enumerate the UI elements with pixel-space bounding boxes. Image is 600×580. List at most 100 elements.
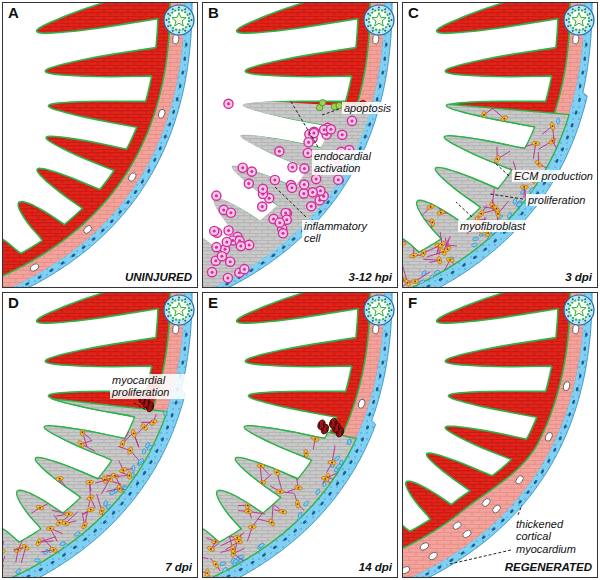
myofibroblast-cell	[80, 428, 85, 436]
epicardial-cell	[25, 282, 30, 286]
cell-nucleus	[101, 510, 103, 512]
myofibroblast-cell	[321, 475, 330, 482]
epicardial-cell	[540, 469, 545, 474]
coronary-vessel	[481, 497, 492, 508]
illustration-part	[564, 295, 594, 325]
epicardial-cell	[272, 545, 277, 550]
illustration-part	[178, 7, 180, 9]
epicardial-cell	[460, 551, 465, 556]
epicardial-cell	[581, 70, 584, 75]
cell-nucleus	[90, 509, 92, 511]
myofibroblast-cell	[127, 446, 134, 455]
epicardial-cell	[320, 501, 325, 506]
figure-panel: FREGENERATED	[402, 292, 598, 578]
cell-nucleus	[260, 465, 262, 467]
inflammatory-cell	[275, 218, 284, 227]
epicardial-cell	[43, 549, 49, 556]
myofibroblast-cell	[520, 185, 528, 190]
myofibroblast-cell	[549, 122, 556, 131]
inflammatory-cell	[210, 226, 219, 235]
cell-nucleus	[59, 478, 61, 480]
cell-nucleus	[413, 255, 415, 257]
epicardial-cell	[493, 238, 498, 243]
illustration-part	[172, 303, 186, 317]
cell-nucleus	[290, 186, 293, 189]
epicardial-cell	[102, 520, 107, 525]
epicardial-cell	[238, 567, 243, 571]
epicardial-cell	[291, 237, 296, 242]
illustration-part	[378, 32, 380, 34]
epicardial-cell	[260, 261, 265, 266]
epicardial-cell	[138, 458, 145, 464]
myofibroblast-cell	[420, 249, 426, 258]
coronary-vessel	[419, 542, 430, 552]
epicardial-cell	[583, 346, 586, 351]
cell-nucleus	[232, 548, 234, 550]
illustration-part	[572, 303, 586, 317]
cell-nucleus	[222, 208, 225, 211]
illustration-part	[591, 19, 593, 21]
inflammatory-cell	[300, 164, 309, 173]
cell-nucleus	[247, 182, 250, 185]
myofibroblast-cell	[36, 504, 45, 511]
epicardial-cell	[91, 237, 96, 242]
epicardial-cell	[71, 253, 76, 258]
callout-label: apoptosis	[342, 102, 393, 114]
cell-nucleus	[119, 488, 121, 490]
myofibroblast-cell	[207, 545, 216, 552]
callout-label: myofibroblast	[458, 220, 527, 232]
figure-panel: B3-12 hpi	[202, 2, 398, 288]
cell-nucleus	[68, 513, 70, 515]
myofibroblast-cell	[244, 509, 252, 514]
cell-nucleus	[324, 478, 326, 480]
illustration-part	[584, 8, 586, 10]
cell-nucleus	[282, 511, 284, 513]
cell-nucleus	[302, 192, 305, 195]
coronary-vessel	[29, 263, 40, 273]
cell-nucleus	[491, 205, 493, 207]
heart-wall	[2, 2, 198, 288]
illustration-part	[567, 13, 569, 15]
inflammatory-cell	[309, 128, 318, 137]
epicardial-cell	[140, 179, 145, 184]
figure-panel: D7 dpi	[2, 292, 198, 578]
illustration-part	[384, 8, 386, 10]
epicardial-cell	[381, 70, 384, 75]
coronary-vessel	[461, 529, 472, 539]
inflammatory-cell	[278, 229, 287, 238]
cell-nucleus	[311, 191, 314, 194]
coronary-vessel	[127, 172, 137, 183]
epicardial-cell	[585, 332, 588, 337]
cell-nucleus	[210, 548, 212, 550]
illustration-part	[584, 298, 586, 300]
epicardial-cell	[578, 84, 581, 89]
cell-nucleus	[278, 221, 281, 224]
cell-nucleus	[315, 177, 318, 180]
illustration-part	[184, 8, 186, 10]
cell-nucleus	[285, 218, 288, 221]
ecm-fiber	[260, 466, 262, 483]
epicardial-cell	[303, 500, 309, 507]
cell-nucleus	[39, 507, 41, 509]
ecm-fiber	[215, 523, 216, 541]
epicardial-cell	[109, 219, 114, 224]
inflammatory-cell	[308, 188, 317, 197]
epicardial-cell	[547, 458, 551, 463]
heart-wall	[402, 2, 598, 288]
cell-nucleus	[213, 229, 216, 232]
inflammatory-cell	[217, 252, 226, 261]
mitotic-spindle	[331, 421, 335, 426]
epicardial-cell	[105, 504, 112, 509]
cell-nucleus	[226, 276, 229, 279]
epicardial-cell	[334, 455, 341, 461]
epicardial-cell	[558, 436, 562, 441]
inflammatory-cell	[258, 202, 267, 211]
cell-nucleus	[503, 118, 505, 120]
myofibroblast-cell	[477, 209, 485, 218]
myofibroblast-cell	[49, 546, 58, 553]
cell-nucleus	[535, 142, 537, 144]
cell-nucleus	[487, 232, 489, 234]
panel-letter: B	[207, 5, 220, 22]
